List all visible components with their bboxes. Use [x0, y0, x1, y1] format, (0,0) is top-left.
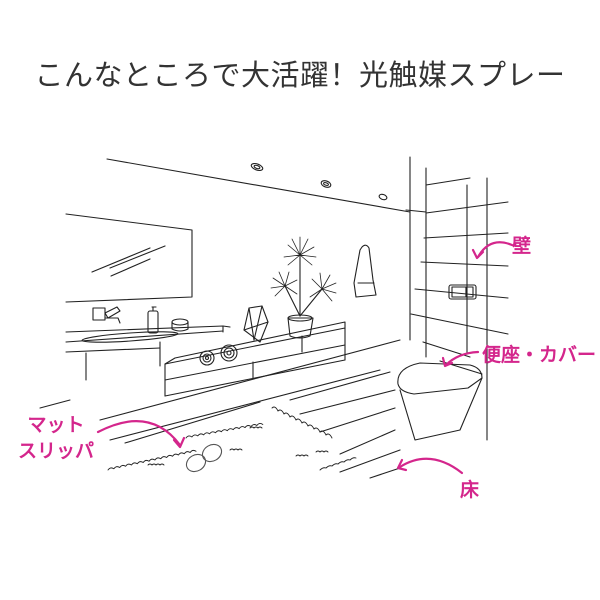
jar — [171, 318, 189, 332]
soap-dispenser — [147, 306, 159, 334]
tiled-wall — [405, 167, 509, 441]
label-seat-cover: 便座・カバー — [482, 344, 597, 366]
ceiling — [106, 156, 411, 341]
wood-floor — [39, 339, 401, 479]
potted-plant — [270, 236, 337, 339]
downlight-icon — [250, 162, 388, 201]
bath-mat — [107, 406, 357, 471]
flush-plate — [448, 284, 477, 300]
wall-hung-toilet — [397, 360, 483, 441]
page-title: こんなところで大活躍！光触媒スプレー — [34, 58, 566, 92]
label-mat-slipper: マット スリッパ — [18, 413, 94, 464]
slippers — [185, 443, 223, 473]
hanging-robe — [353, 244, 377, 298]
label-floor: 床 — [460, 479, 480, 501]
mirror — [65, 213, 193, 303]
rolled-towels — [199, 344, 238, 366]
vanity-counter — [65, 325, 231, 381]
label-mat: マット — [27, 414, 85, 436]
floating-shelf — [164, 321, 346, 397]
terrarium — [243, 305, 269, 343]
label-slipper: スリッパ — [18, 439, 95, 462]
arrow-icon — [96, 241, 514, 475]
label-wall: 壁 — [512, 235, 532, 257]
faucet — [92, 306, 121, 324]
